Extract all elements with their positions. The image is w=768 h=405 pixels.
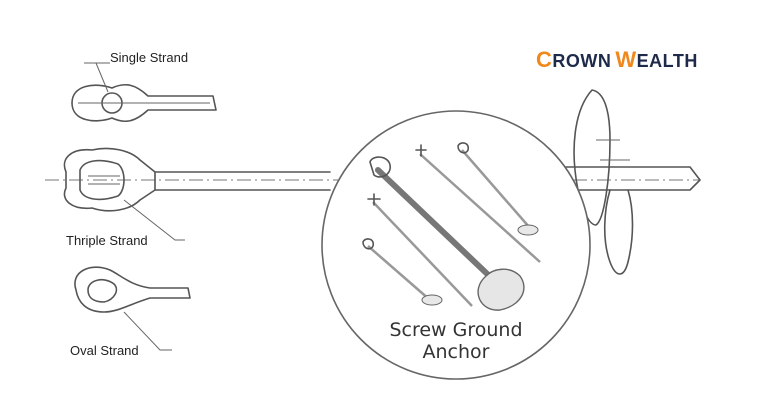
leader-thriple <box>123 199 185 241</box>
thriple-strand-eye-icon <box>63 147 156 212</box>
oval-strand-eye-icon <box>74 266 191 313</box>
helix-disc-icon <box>573 89 634 275</box>
leader-single <box>84 62 110 93</box>
label-thriple-strand: Thriple Strand <box>66 233 148 248</box>
brand-c: C <box>536 47 552 72</box>
callout-title-line1: Screw Ground <box>389 319 522 341</box>
brand-ealth: EALTH <box>637 51 698 71</box>
callout-title-line2: Anchor <box>423 341 490 363</box>
brand-rown: ROWN <box>552 51 611 71</box>
screw-anchor-callout: Screw Ground Anchor <box>321 110 591 380</box>
leader-oval <box>123 311 172 351</box>
main-rod <box>154 166 701 191</box>
label-oval-strand: Oval Strand <box>70 343 139 358</box>
anchor-rod-icon <box>362 142 541 311</box>
brand-w: W <box>615 47 636 72</box>
label-single-strand: Single Strand <box>110 50 188 65</box>
single-strand-eye-icon <box>71 83 217 123</box>
